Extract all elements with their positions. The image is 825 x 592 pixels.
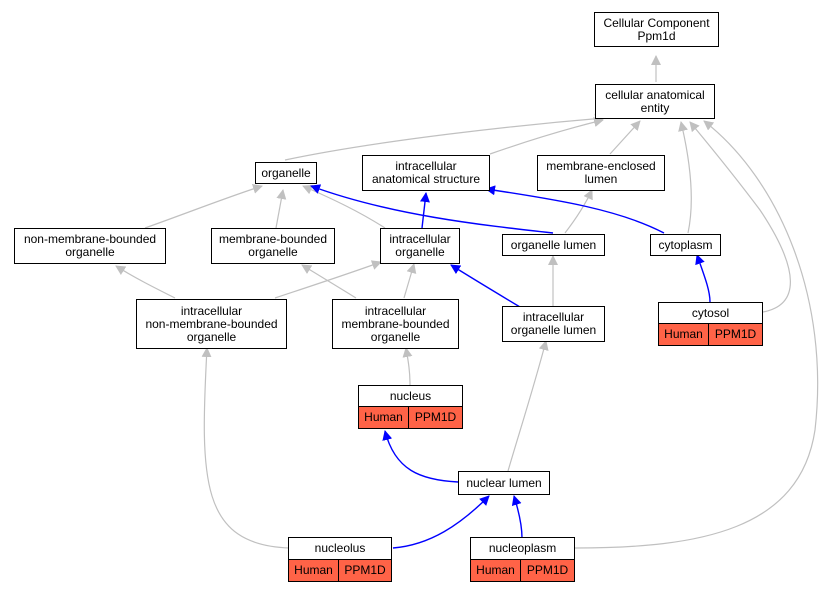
annotation-gene: PPM1D	[339, 559, 392, 582]
node-organelle-lumen[interactable]: organelle lumen	[502, 234, 605, 256]
annotation-row-nucleoplasm: Human PPM1D	[470, 559, 575, 582]
edge-io-ias	[420, 192, 430, 229]
node-intracellular-anatomical-structure[interactable]: intracellular anatomical structure	[362, 155, 490, 191]
node-cytoplasm[interactable]: cytoplasm	[650, 234, 721, 256]
edge-organelle-cae	[284, 113, 605, 161]
annotation-row-cytosol: Human PPM1D	[658, 323, 763, 346]
node-cytosol[interactable]: cytosol	[658, 302, 763, 324]
node-root[interactable]: Cellular Component Ppm1d	[594, 12, 719, 47]
annotation-gene: PPM1D	[709, 323, 763, 346]
edge-nmbo-organelle	[144, 184, 263, 229]
edge-iol-io	[450, 264, 521, 308]
node-membrane-bounded-organelle[interactable]: membrane-bounded organelle	[211, 228, 335, 264]
edge-ias-cae	[489, 117, 604, 155]
node-intracellular-organelle-lumen[interactable]: intracellular organelle lumen	[502, 306, 605, 342]
edge-nucleolus-inmbo	[201, 347, 291, 549]
edge-cytosol-cae	[689, 121, 791, 313]
node-membrane-enclosed-lumen[interactable]: membrane-enclosed lumen	[537, 155, 665, 191]
node-nucleolus[interactable]: nucleolus	[288, 537, 392, 560]
annotation-gene: PPM1D	[521, 559, 575, 582]
node-intracellular-organelle[interactable]: intracellular organelle	[380, 228, 460, 264]
node-nucleus[interactable]: nucleus	[358, 385, 463, 407]
edge-imbo-io	[403, 263, 417, 299]
node-intracellular-non-membrane-bounded-organelle[interactable]: intracellular non-membrane-bounded organ…	[136, 299, 287, 349]
edge-ol-mel	[564, 189, 593, 234]
edge-nucleus-imbo	[402, 347, 413, 386]
annotation-row-nucleus: Human PPM1D	[358, 406, 463, 429]
node-intracellular-membrane-bounded-organelle[interactable]: intracellular membrane-bounded organelle	[332, 299, 459, 349]
edge-ol-organelle	[310, 184, 554, 234]
annotation-row-nucleolus: Human PPM1D	[288, 559, 392, 582]
node-nuclear-lumen[interactable]: nuclear lumen	[458, 471, 550, 495]
edge-mbo-organelle	[275, 189, 287, 229]
edge-cytoplasm-cae	[678, 121, 692, 234]
edge-nl-iol	[507, 340, 549, 472]
edge-io-organelle	[302, 185, 386, 229]
node-non-membrane-bounded-organelle[interactable]: non-membrane-bounded organelle	[14, 228, 166, 264]
annotation-species: Human	[358, 406, 409, 429]
edge-nucleoplasm-cae	[574, 120, 819, 549]
edge-mel-cae	[609, 120, 641, 155]
node-organelle[interactable]: organelle	[255, 162, 317, 184]
edge-nucleoplasm-nl	[511, 495, 523, 539]
edge-cytoplasm-ias	[485, 185, 665, 234]
edge-nl-nucleus	[382, 430, 459, 483]
annotation-species: Human	[288, 559, 339, 582]
edge-cytosol-cytoplasm	[695, 254, 711, 303]
annotation-species: Human	[658, 323, 709, 346]
annotation-gene: PPM1D	[409, 406, 463, 429]
edge-inmbo-nmbo	[115, 265, 176, 299]
node-nucleoplasm[interactable]: nucleoplasm	[470, 537, 575, 560]
edge-nucleolus-nl	[392, 495, 490, 549]
annotation-species: Human	[470, 559, 521, 582]
node-cellular-anatomical-entity[interactable]: cellular anatomical entity	[595, 84, 715, 119]
edge-imbo-mbo	[301, 264, 357, 299]
edge-inmbo-io	[274, 260, 382, 299]
